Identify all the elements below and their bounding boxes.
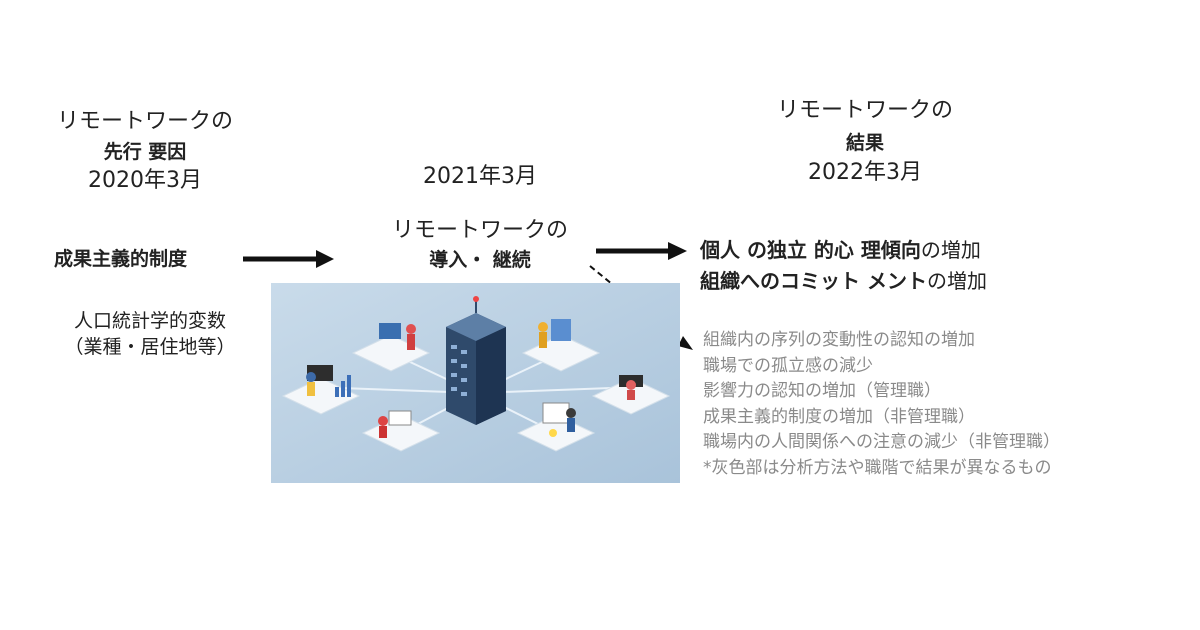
remote-work-network-illustration: [271, 283, 680, 483]
adoption-heading-bold: 導入・ 継続: [429, 249, 531, 271]
gray-result-item: 組織内の序列の変動性の認知の増加: [703, 330, 975, 350]
result-commitment: 組織へのコミット メントの増加: [700, 269, 987, 293]
gray-result-item: 職場での孤立感の減少: [703, 355, 873, 376]
factor-demographics: 人口統計学的変数: [73, 310, 226, 332]
arrowhead: [668, 242, 687, 260]
antecedent-heading: リモートワークの: [56, 109, 233, 134]
outcome-heading-bold: 結果: [845, 132, 884, 154]
gray-result-item: 影響力の認知の増加（管理職）: [703, 381, 941, 401]
antecedent-date: 2020年3月: [88, 168, 202, 193]
result-independence: 個人 の独立 的心 理傾向の増加: [700, 238, 981, 262]
factor-performance-system: 成果主義的制度: [54, 248, 188, 270]
outcome-date: 2022年3月: [808, 160, 922, 185]
antecedent-heading-bold: 先行 要因: [103, 141, 187, 163]
arrowhead: [316, 250, 334, 268]
platforms: [281, 334, 671, 452]
adoption-date: 2021年3月: [423, 164, 537, 189]
platform: [281, 377, 361, 415]
arrowhead: [678, 336, 693, 350]
gray-result-item: 成果主義的制度の増加（非管理職）: [703, 406, 975, 427]
outcome-heading: リモートワークの: [776, 98, 953, 123]
server-building: [446, 296, 506, 425]
gray-results-note: *灰色部は分析方法や職階で結果が異なるもの: [703, 457, 1052, 478]
factor-demographics-detail: （業種・居住地等）: [64, 336, 236, 358]
gray-result-item: 職場内の人間関係への注意の減少（非管理職）: [703, 432, 1060, 452]
gray-results-list: 組織内の序列の変動性の認知の増加 職場での孤立感の減少 影響力の認知の増加（管理…: [703, 328, 1060, 481]
adoption-heading: リモートワークの: [391, 218, 568, 243]
workers: [306, 319, 643, 438]
